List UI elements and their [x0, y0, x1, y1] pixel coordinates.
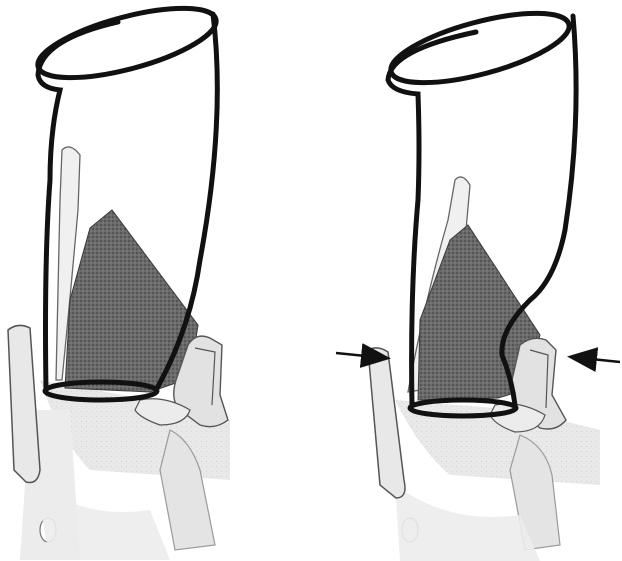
left-dark-region	[65, 210, 198, 392]
compression-arrow-right	[572, 357, 620, 362]
right-cartilage-strip	[368, 348, 405, 498]
left-cartilage-strip	[8, 325, 40, 482]
right-panel	[336, 0, 620, 561]
left-panel	[8, 0, 230, 560]
right-anatomy	[395, 400, 600, 561]
